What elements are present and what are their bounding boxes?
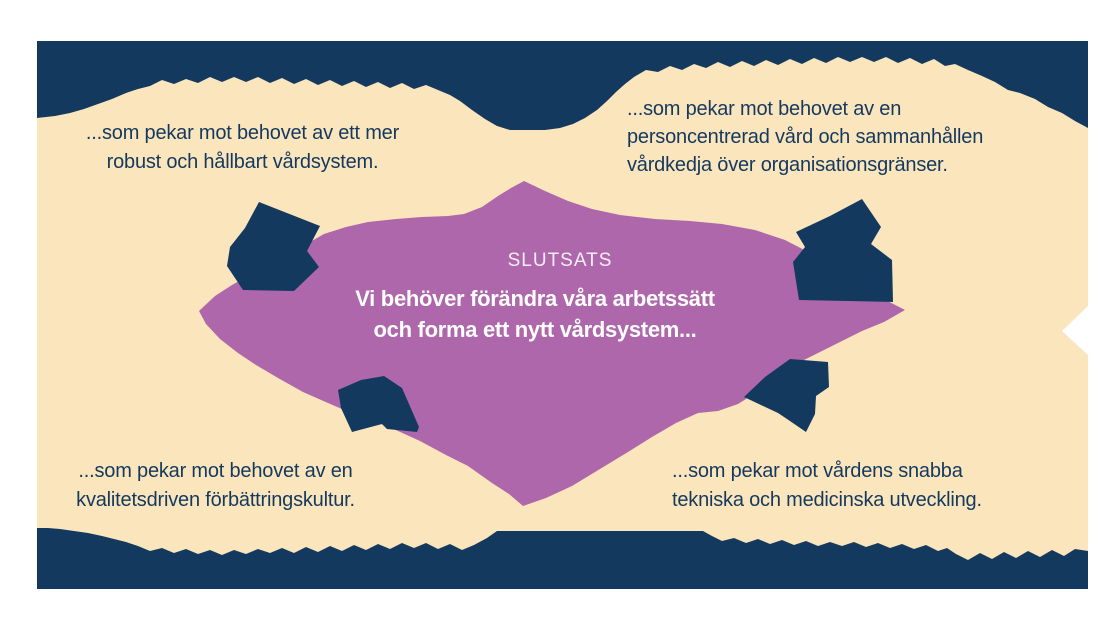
note-top-right-line2: personcentrerad vård och sammanhållen bbox=[627, 126, 984, 148]
arrow-top-right-icon bbox=[793, 199, 893, 302]
conclusion-heading: Vi behöver förändra våra arbetssätt och … bbox=[330, 283, 740, 345]
note-bottom-left-line2: kvalitetsdriven förbättringskultur. bbox=[76, 489, 355, 511]
bottom-navy-band bbox=[37, 528, 1088, 589]
arrow-bottom-left-icon bbox=[338, 376, 419, 432]
note-top-right-line3: vårdkedja över organisationsgränser. bbox=[627, 154, 948, 176]
note-top-right-line1: ...som pekar mot behovet av en bbox=[627, 98, 902, 120]
top-navy-band bbox=[37, 41, 1088, 130]
right-edge-chevron-notch bbox=[1062, 306, 1088, 355]
conclusion-heading-line1: Vi behöver förändra våra arbetssätt bbox=[355, 286, 715, 311]
note-bottom-left: ...som pekar mot behovet av en kvalitets… bbox=[58, 457, 373, 515]
note-top-left-line2: robust och hållbart vårdsystem. bbox=[106, 151, 379, 173]
note-top-left-line1: ...som pekar mot behovet av ett mer bbox=[85, 122, 400, 144]
note-bottom-right-line1: ...som pekar mot vårdens snabba bbox=[672, 460, 963, 482]
note-bottom-left-line1: ...som pekar mot behovet av en bbox=[78, 460, 353, 482]
conclusion-heading-line2: och forma ett nytt vårdsystem... bbox=[373, 317, 697, 342]
arrow-bottom-right-icon bbox=[744, 359, 829, 432]
note-top-left: ...som pekar mot behovet av ett mer robu… bbox=[75, 119, 410, 177]
center-star-shape bbox=[199, 181, 905, 506]
arrow-top-left-icon bbox=[227, 202, 320, 291]
note-bottom-right: ...som pekar mot vårdens snabba tekniska… bbox=[672, 457, 1017, 515]
note-top-right: ...som pekar mot behovet av en personcen… bbox=[627, 95, 1002, 179]
note-bottom-right-line2: tekniska och medicinska utveckling. bbox=[672, 489, 982, 511]
conclusion-kicker: SLUTSATS bbox=[507, 250, 613, 271]
